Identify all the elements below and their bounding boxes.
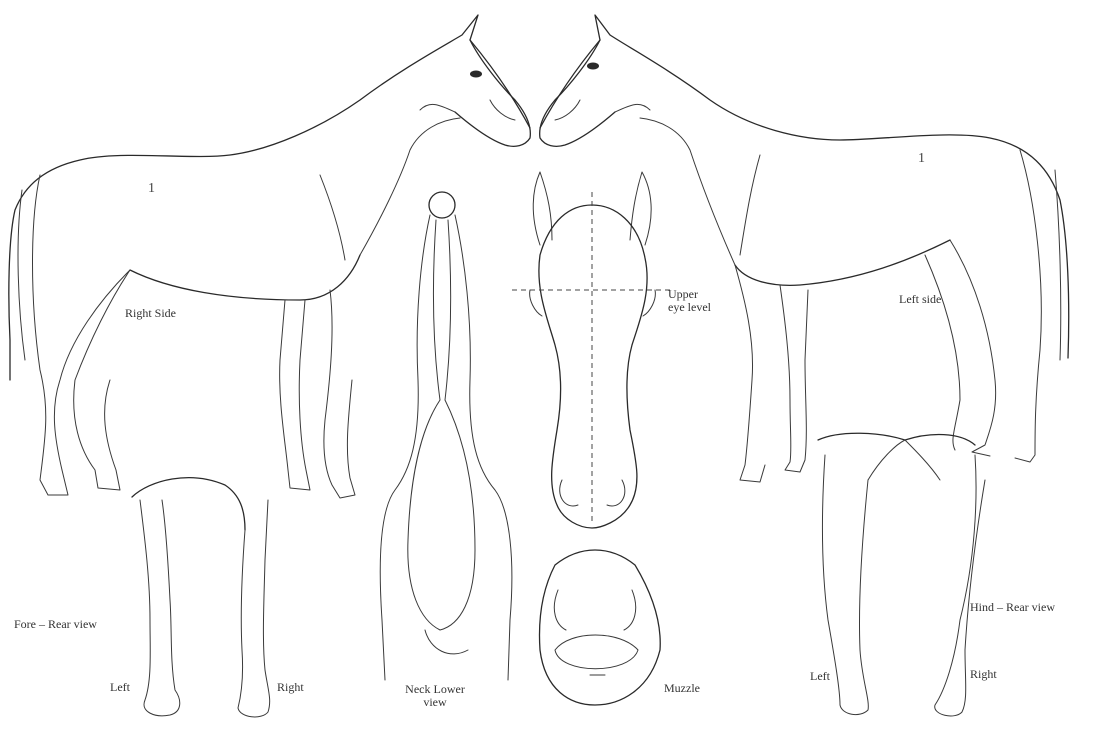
label-fore-left: Left — [110, 681, 130, 694]
label-right-side: Right Side — [125, 307, 176, 320]
label-hind-rear-view: Hind – Rear view — [970, 601, 1055, 614]
muzzle-drawing — [540, 550, 661, 705]
label-fore-right: Right — [277, 681, 304, 694]
label-hind-left: Left — [810, 670, 830, 683]
svg-text:1: 1 — [148, 181, 155, 196]
fore-legs-rear-view-drawing — [132, 478, 270, 717]
horse-left-side-view: 1 — [540, 15, 1069, 482]
label-muzzle: Muzzle — [664, 682, 700, 695]
neck-lower-view-drawing — [380, 192, 512, 680]
horse-right-side-view: 1 — [9, 15, 530, 498]
svg-text:1: 1 — [918, 151, 925, 166]
label-fore-rear-view: Fore – Rear view — [14, 618, 97, 631]
label-upper-eye-level: Upper eye level — [668, 288, 712, 314]
label-hind-right: Right — [970, 668, 997, 681]
label-neck-lower-view: Neck Lower view — [398, 683, 472, 709]
hind-legs-rear-view-drawing — [818, 433, 985, 716]
head-front-view-drawing — [512, 172, 670, 528]
label-left-side: Left side — [899, 293, 941, 306]
